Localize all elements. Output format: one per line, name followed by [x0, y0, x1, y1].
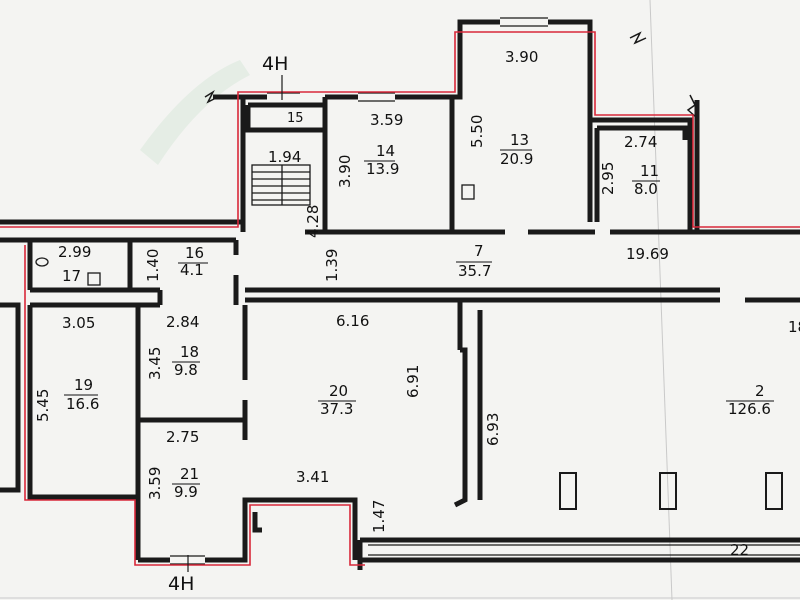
wall-room17	[27, 237, 239, 305]
room-21-number: 21	[180, 465, 199, 483]
room-11-depth: 2.95	[599, 162, 617, 195]
room-21-depth: 3.59	[146, 467, 164, 500]
room-19-area: 16.6	[66, 395, 99, 413]
room-18-width: 2.84	[166, 313, 199, 331]
toilet-fixture	[35, 184, 475, 286]
room-18-area: 9.8	[174, 361, 198, 379]
room-18[interactable]: 2.84 3.45 18 9.8	[146, 313, 200, 380]
room-22[interactable]: 1.47 22	[370, 500, 749, 559]
room-19-depth: 5.45	[34, 389, 52, 422]
room-15-depth: 4.28	[304, 205, 322, 238]
room-16-width: 1.40	[144, 249, 162, 282]
room-18-number: 18	[180, 343, 199, 361]
room-19[interactable]: 3.05 5.45 19 16.6	[34, 314, 99, 422]
room-18-depth: 3.45	[146, 347, 164, 380]
room-7-length: 19.69	[626, 245, 669, 263]
room-7-area: 35.7	[458, 262, 491, 280]
room-15[interactable]: 15 1.94 4.28	[268, 111, 322, 238]
wall-room11	[594, 125, 690, 235]
wall-room20-right	[453, 300, 483, 508]
room-18-edge-number: 18	[788, 318, 800, 336]
room-20-area: 37.3	[320, 400, 353, 418]
wall-left-edge	[0, 302, 21, 493]
axis-label-top: 4Н	[262, 53, 288, 75]
room-19-width: 3.05	[62, 314, 95, 332]
room-17[interactable]: 2.99 17	[58, 243, 91, 285]
room-22-width: 1.47	[370, 500, 388, 533]
room-13-area: 20.9	[500, 150, 533, 168]
room-22-number: 22	[730, 541, 749, 559]
column-1	[559, 472, 577, 510]
wall-corridor-bottom	[30, 287, 800, 308]
wall-room21	[138, 497, 358, 563]
room-17-width: 2.99	[58, 243, 91, 261]
wall-corridor-top	[0, 219, 243, 243]
room-15-number: 15	[287, 111, 304, 126]
room-13-depth: 5.50	[468, 115, 486, 148]
wall-room20-stub	[252, 512, 262, 533]
room-20-extra-dimension: 3.41	[296, 468, 329, 486]
room-14-width: 3.59	[370, 111, 403, 129]
wall-upper-left	[213, 94, 267, 232]
room-14[interactable]: 3.59 3.90 14 13.9	[336, 111, 403, 188]
room-20-depth: 6.91	[404, 365, 422, 398]
room-20[interactable]: 6.16 6.91 20 37.3 3.41	[296, 312, 422, 486]
room-14-area: 13.9	[366, 160, 399, 178]
room-7[interactable]: 7 35.7 19.69 1.39	[323, 242, 669, 282]
axis-label-bottom: 4Н	[168, 573, 194, 595]
break-marks	[204, 31, 698, 119]
room-16[interactable]: 16 4.1 1.40	[144, 244, 208, 282]
room-7-width: 1.39	[323, 249, 341, 282]
room-2[interactable]: 6.93 2 126.6	[484, 382, 774, 446]
room-16-area: 4.1	[180, 261, 204, 279]
room-17-number: 17	[62, 267, 81, 285]
room-11[interactable]: 2.74 2.95 11 8.0	[599, 133, 660, 198]
room-13[interactable]: 3.90 5.50 13 20.9	[468, 48, 538, 168]
wall-room13	[452, 19, 693, 235]
room-20-width: 6.16	[336, 312, 369, 330]
room-14-number: 14	[376, 142, 395, 160]
faint-stamp	[140, 60, 250, 165]
room-11-area: 8.0	[634, 180, 658, 198]
boundary-line	[0, 31, 800, 228]
room-21[interactable]: 2.75 3.59 21 9.9	[146, 428, 200, 501]
room-20-number: 20	[329, 382, 348, 400]
room-21-area: 9.9	[174, 483, 198, 501]
room-13-number: 13	[510, 131, 529, 149]
room-11-width: 2.74	[624, 133, 657, 151]
staircase	[251, 164, 311, 206]
room-7-number: 7	[474, 242, 484, 260]
room-2-area: 126.6	[728, 400, 771, 418]
room-14-depth: 3.90	[336, 155, 354, 188]
wall-right-upper	[690, 100, 800, 235]
room-2-number: 2	[755, 382, 765, 400]
room-21-width: 2.75	[166, 428, 199, 446]
room-16-number: 16	[185, 244, 204, 262]
room-19-number: 19	[74, 376, 93, 394]
room-2-depth: 6.93	[484, 413, 502, 446]
column-3	[765, 472, 783, 510]
boundary-line-lower	[24, 245, 365, 566]
room-13-width: 3.90	[505, 48, 538, 66]
room-15-width: 1.94	[268, 148, 301, 166]
wall-left-block	[27, 305, 245, 560]
column-2	[659, 472, 677, 510]
windows	[170, 17, 800, 565]
room-18-edge[interactable]: 18	[788, 318, 800, 336]
wall-room14-sides	[305, 97, 452, 235]
room-11-number: 11	[640, 162, 659, 180]
